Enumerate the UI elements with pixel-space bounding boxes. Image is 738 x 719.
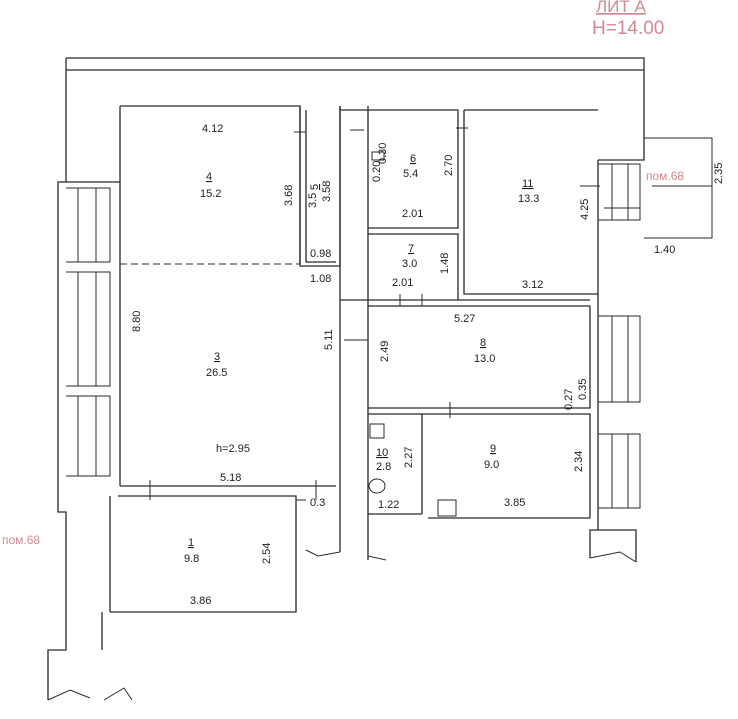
room-4-label: 4 15.2 <box>200 171 221 200</box>
window-left-3 <box>66 395 111 477</box>
dim-3-86: 3.86 <box>190 595 211 607</box>
room-4-walls <box>119 105 301 486</box>
room-6-walls <box>368 109 459 229</box>
outer-wall <box>65 57 645 182</box>
room-8-walls <box>368 305 591 409</box>
svg-text:1: 1 <box>188 537 194 549</box>
svg-text:5: 5 <box>309 184 321 190</box>
svg-text:9.8: 9.8 <box>184 553 199 565</box>
room-10-label: 10 2.8 <box>376 447 391 473</box>
svg-text:7: 7 <box>408 243 414 255</box>
room-10-9-walls <box>368 413 591 519</box>
outer-wall-right <box>589 160 637 562</box>
dim-2-70: 2.70 <box>443 155 455 176</box>
stove-fixture <box>437 499 457 517</box>
svg-text:10: 10 <box>376 447 388 459</box>
svg-text:13.3: 13.3 <box>518 193 539 205</box>
door-ticks <box>149 124 712 500</box>
dim-2-35: 2.35 <box>713 163 725 184</box>
dim-1-48: 1.48 <box>439 253 451 274</box>
svg-text:9.0: 9.0 <box>484 459 499 471</box>
svg-text:8: 8 <box>480 337 486 349</box>
room-6-label: 6 5.4 <box>403 153 418 180</box>
neighbor-label-left: пом.68 <box>2 533 40 547</box>
svg-text:15.2: 15.2 <box>200 188 221 200</box>
ceiling-height-note: h=2.95 <box>216 443 250 455</box>
dim-0-30: 0.30 <box>377 143 389 164</box>
dim-2-49: 2.49 <box>379 341 391 362</box>
dim-3-12: 3.12 <box>522 279 543 291</box>
svg-text:26.5: 26.5 <box>206 367 227 379</box>
room-7-label: 7 3.0 <box>402 243 417 270</box>
dim-8-80: 8.80 <box>131 311 143 332</box>
dim-4-25: 4.25 <box>579 199 591 220</box>
svg-text:3.5: 3.5 <box>307 193 319 208</box>
room-8-label: 8 13.0 <box>474 337 495 365</box>
svg-text:4: 4 <box>206 171 212 183</box>
stair-marks <box>371 151 385 161</box>
dim-0-35: 0.35 <box>577 379 589 400</box>
room-1-label: 1 9.8 <box>184 537 199 565</box>
svg-text:2.8: 2.8 <box>376 461 391 473</box>
dim-0-98: 0.98 <box>310 248 331 260</box>
svg-text:5.4: 5.4 <box>403 168 418 180</box>
height-label: H=14.00 <box>592 18 664 39</box>
outer-wall-left <box>47 181 120 700</box>
dim-3-68: 3.68 <box>283 185 295 206</box>
dim-0-3: 0.3 <box>310 497 325 509</box>
room-11-walls <box>463 109 598 295</box>
dim-5-11: 5.11 <box>323 329 335 350</box>
dim-3-85: 3.85 <box>504 497 525 509</box>
corridor-wall <box>339 106 369 560</box>
room-1-walls <box>101 496 111 650</box>
svg-text:3.0: 3.0 <box>402 258 417 270</box>
room-7-walls <box>340 233 590 301</box>
entrance-lines <box>47 499 637 701</box>
dim-2-54: 2.54 <box>261 543 273 564</box>
dim-1-40: 1.40 <box>654 244 675 256</box>
svg-text:11: 11 <box>522 178 533 190</box>
svg-text:9: 9 <box>490 443 496 455</box>
dim-3-58: 3.58 <box>321 181 333 202</box>
room-9-label: 9 9.0 <box>484 443 499 471</box>
dim-1-22: 1.22 <box>378 499 399 511</box>
room-3-label: 3 26.5 <box>206 351 227 379</box>
window-right-3 <box>598 433 641 509</box>
dim-4-12: 4.12 <box>202 123 223 135</box>
dim-1-08: 1.08 <box>310 273 331 285</box>
room-11-label: 11 13.3 <box>518 178 539 205</box>
dim-2-27: 2.27 <box>403 447 415 468</box>
dim-5-18: 5.18 <box>220 472 241 484</box>
annex-right <box>644 137 713 239</box>
dim-5-27: 5.27 <box>454 313 475 325</box>
window-right-1 <box>598 163 641 221</box>
window-left-1 <box>66 187 111 263</box>
dim-2-34: 2.34 <box>573 451 585 472</box>
svg-text:6: 6 <box>410 153 416 165</box>
sink-fixture <box>369 423 385 439</box>
dim-2-01-a: 2.01 <box>402 208 423 220</box>
liter-label: ЛИТ А <box>596 0 646 16</box>
toilet-fixture <box>368 478 386 494</box>
dim-2-01-b: 2.01 <box>392 277 413 289</box>
svg-text:3: 3 <box>214 351 220 363</box>
dim-0-20: 0.20 <box>371 161 383 182</box>
svg-text:13.0: 13.0 <box>474 353 495 365</box>
window-left-2 <box>66 271 111 387</box>
dim-0-27: 0.27 <box>563 389 575 410</box>
neighbor-label-right: пом.68 <box>646 169 684 183</box>
window-right-2 <box>598 315 641 403</box>
room-5-label: 5 3.5 <box>307 184 321 208</box>
room-3-bottom-wall <box>110 485 336 613</box>
